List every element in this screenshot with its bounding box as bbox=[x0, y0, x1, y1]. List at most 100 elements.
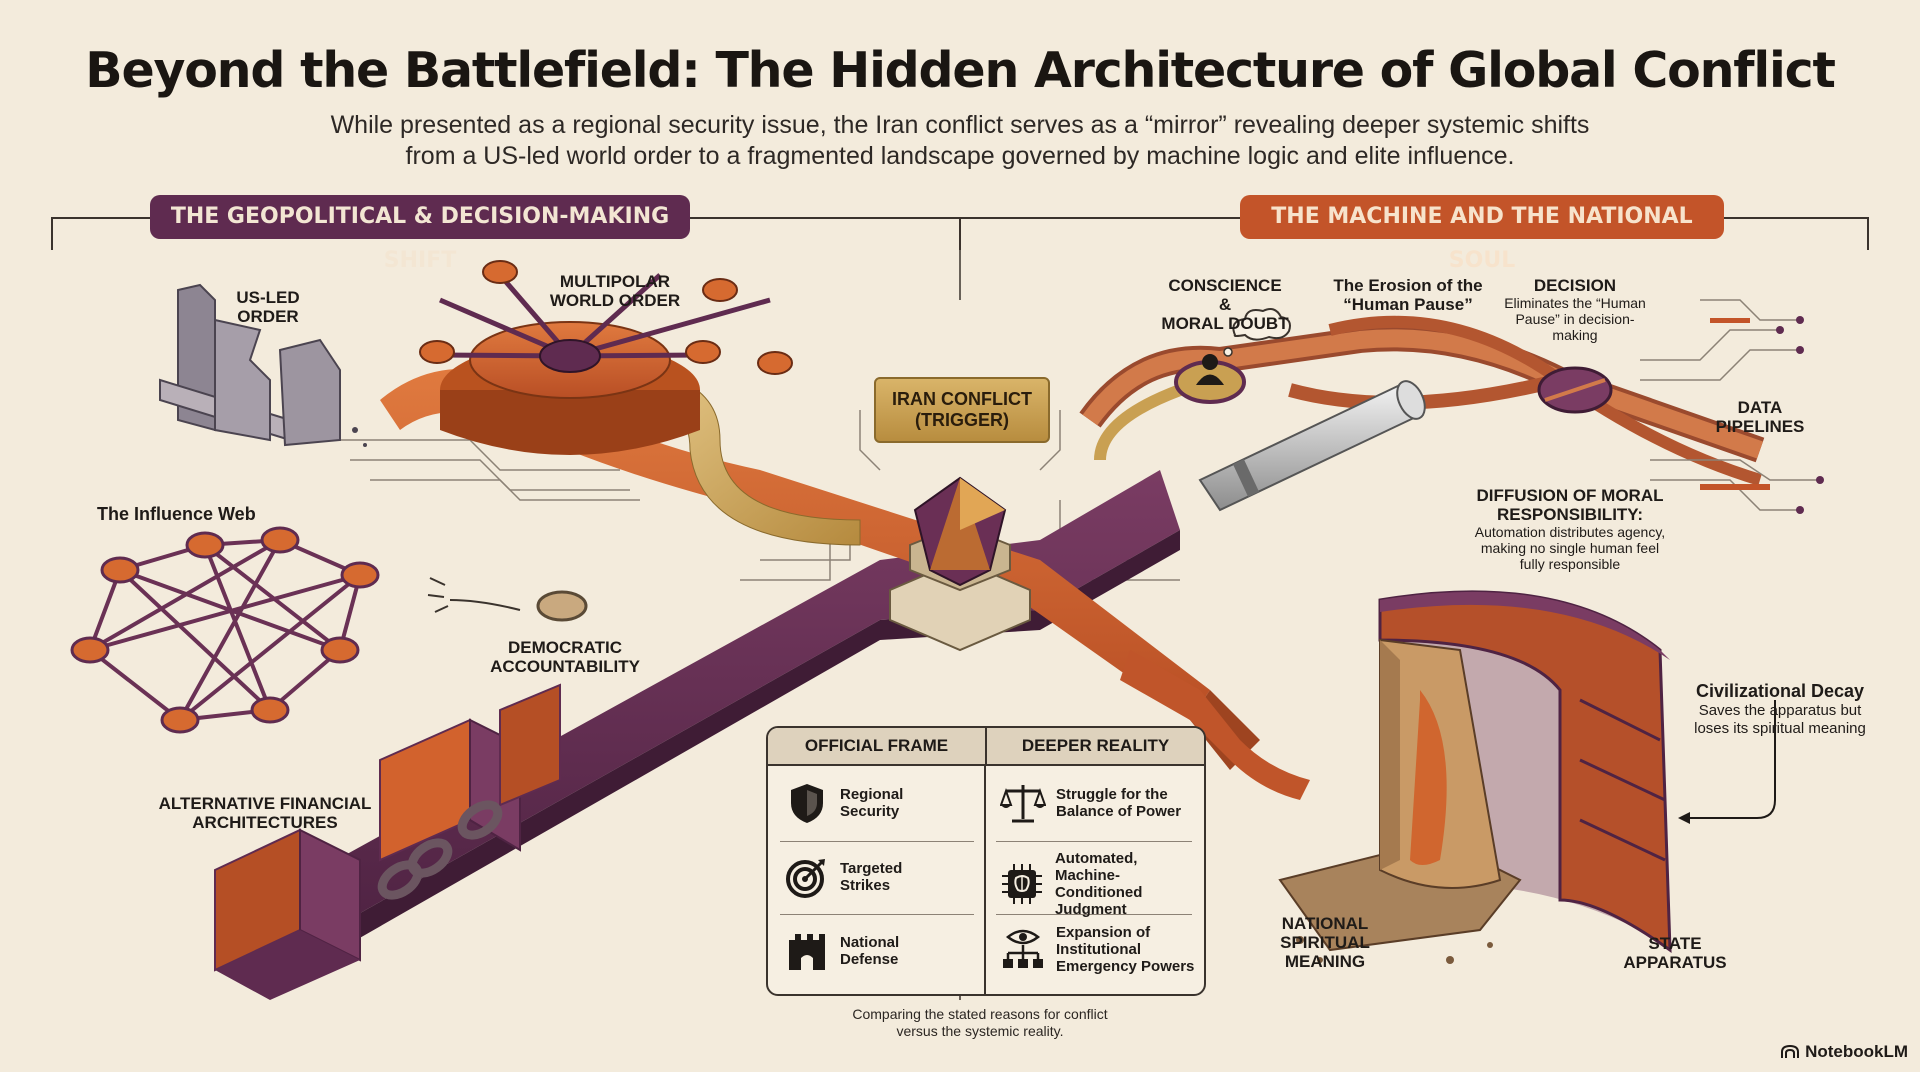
label-national-line-3: MEANING bbox=[1284, 952, 1366, 971]
label-democratic-accountability: DEMOCRATIC ACCOUNTABILITY bbox=[480, 638, 650, 676]
label-diffusion-line-1: DIFFUSION OF MORAL bbox=[1476, 486, 1664, 505]
label-erosion-line-1: The Erosion of the bbox=[1333, 276, 1483, 295]
label-diffusion-desc-1: Automation distributes agency, bbox=[1474, 524, 1666, 540]
reality-text-line: Institutional bbox=[1056, 941, 1141, 958]
label-state-apparatus: STATE APPARATUS bbox=[1620, 934, 1730, 972]
label-democratic-line-1: DEMOCRATIC bbox=[508, 638, 622, 657]
official-text-line: Security bbox=[840, 803, 900, 820]
data-pipeline-traces bbox=[1640, 299, 1820, 511]
reality-text-line: Balance of Power bbox=[1056, 803, 1182, 820]
official-text-line: National bbox=[840, 934, 900, 951]
page-subtitle: While presented as a regional security i… bbox=[0, 110, 1920, 172]
label-conscience: CONSCIENCE & MORAL DOUBT bbox=[1160, 276, 1290, 333]
label-diffusion-desc-3: fully responsible bbox=[1519, 556, 1621, 572]
label-civilizational-decay: Civilizational Decay Saves the apparatus… bbox=[1680, 680, 1880, 738]
label-decay-desc-1: Saves the apparatus but bbox=[1698, 702, 1862, 719]
scales-icon bbox=[1000, 780, 1046, 826]
target-icon bbox=[784, 854, 830, 900]
label-decay-title: Civilizational Decay bbox=[1695, 681, 1865, 701]
label-decision-desc-2: Pause” in decision- bbox=[1515, 311, 1635, 327]
label-state-line-2: APPARATUS bbox=[1623, 953, 1727, 972]
reality-text-line: Emergency Powers bbox=[1056, 958, 1195, 975]
decay-arrow bbox=[1690, 700, 1776, 819]
reality-text-line: Judgment bbox=[1054, 901, 1127, 918]
eye-hierarchy-icon bbox=[1000, 927, 1046, 973]
official-text-line: Regional bbox=[840, 786, 904, 803]
column-divider bbox=[984, 764, 986, 994]
chip-brain-icon bbox=[1000, 861, 1045, 907]
label-data-line-1: DATA bbox=[1737, 398, 1783, 417]
comparison-caption: Comparing the stated reasons for conflic… bbox=[780, 1006, 1180, 1040]
label-multipolar-line-1: MULTIPOLAR bbox=[559, 272, 671, 291]
label-decision-desc-1: Eliminates the “Human bbox=[1504, 295, 1646, 311]
label-decision: DECISION Eliminates the “Human Pause” in… bbox=[1490, 276, 1660, 343]
trigger-line-1: IRAN CONFLICT bbox=[892, 389, 1032, 409]
label-diffusion-line-2: RESPONSIBILITY: bbox=[1496, 505, 1644, 524]
label-alt-financial: ALTERNATIVE FINANCIAL ARCHITECTURES bbox=[150, 794, 380, 832]
notebooklm-logo-icon bbox=[1781, 1045, 1800, 1058]
democratic-connector bbox=[427, 577, 588, 622]
decay-arrowhead bbox=[1678, 812, 1690, 824]
official-text-line: Targeted bbox=[840, 860, 903, 877]
official-text-line: Strikes bbox=[840, 877, 891, 894]
subtitle-line-1: While presented as a regional security i… bbox=[330, 111, 1590, 139]
label-decision-title: DECISION bbox=[1533, 276, 1617, 295]
section-banner-machine: THE MACHINE AND THE NATIONAL SOUL bbox=[1240, 195, 1724, 273]
label-us-led-order: US-LED ORDER bbox=[228, 288, 308, 326]
data-pipeline-pipe bbox=[1198, 380, 1426, 512]
brand-notebooklm: NotebookLM bbox=[1781, 1042, 1908, 1062]
label-decision-desc-3: making bbox=[1552, 327, 1598, 343]
label-national-spiritual-meaning: NATIONAL SPIRITUAL MEANING bbox=[1270, 914, 1380, 971]
subtitle-line-2: from a US-led world order to a fragmente… bbox=[405, 142, 1515, 170]
header-deeper-reality: DEEPER REALITY bbox=[1021, 736, 1170, 755]
caption-line-1: Comparing the stated reasons for conflic… bbox=[852, 1006, 1108, 1022]
label-national-line-1: NATIONAL bbox=[1281, 914, 1369, 933]
row-separator bbox=[780, 914, 974, 915]
orange-tendril bbox=[1120, 650, 1310, 800]
iran-conflict-trigger: IRAN CONFLICT (TRIGGER) bbox=[874, 377, 1050, 443]
label-multipolar-line-2: WORLD ORDER bbox=[549, 291, 681, 310]
label-state-line-1: STATE bbox=[1648, 934, 1702, 953]
page-title: Beyond the Battlefield: The Hidden Archi… bbox=[85, 42, 1836, 99]
reality-text-line: Struggle for the bbox=[1056, 786, 1168, 803]
label-alt-fin-line-2: ARCHITECTURES bbox=[192, 813, 338, 832]
conscience-node bbox=[1174, 308, 1291, 404]
official-text-line: Defense bbox=[840, 951, 899, 968]
multipolar-hub bbox=[419, 260, 793, 455]
label-data-line-2: PIPELINES bbox=[1715, 417, 1805, 436]
reality-text-line: Machine-Conditioned bbox=[1054, 867, 1143, 901]
label-us-led-line-2: ORDER bbox=[237, 307, 299, 326]
comparison-header: OFFICIAL FRAME DEEPER REALITY bbox=[768, 728, 1204, 766]
section-brackets bbox=[51, 217, 1869, 1000]
label-data-pipelines: DATA PIPELINES bbox=[1710, 398, 1810, 436]
reality-text-line: Automated, bbox=[1054, 850, 1138, 867]
section-banner-geopolitical: THE GEOPOLITICAL & DECISION-MAKING SHIFT bbox=[150, 195, 690, 273]
trigger-line-2: (TRIGGER) bbox=[915, 410, 1009, 430]
data-pipeline-markers bbox=[1700, 316, 1824, 514]
center-crystal bbox=[889, 476, 1031, 652]
label-multipolar: MULTIPOLAR WORLD ORDER bbox=[530, 272, 700, 310]
label-conscience-line-1: CONSCIENCE & bbox=[1168, 276, 1282, 314]
influence-web bbox=[70, 526, 380, 734]
financial-walls bbox=[214, 683, 561, 1000]
label-erosion-line-2: “Human Pause” bbox=[1343, 295, 1473, 314]
label-conscience-line-2: MORAL DOUBT bbox=[1161, 314, 1289, 333]
spiritual-pillar bbox=[1278, 638, 1522, 964]
castle-icon bbox=[784, 928, 830, 974]
shield-icon bbox=[784, 780, 830, 826]
row-separator bbox=[996, 841, 1192, 842]
label-alt-fin-line-1: ALTERNATIVE FINANCIAL bbox=[158, 794, 372, 813]
row-separator bbox=[780, 841, 974, 842]
label-national-line-2: SPIRITUAL bbox=[1280, 933, 1370, 952]
caption-line-2: versus the systemic reality. bbox=[896, 1023, 1064, 1039]
label-diffusion: DIFFUSION OF MORAL RESPONSIBILITY: Autom… bbox=[1460, 486, 1680, 572]
label-influence-web: The Influence Web bbox=[97, 504, 256, 524]
reality-text-line: Expansion of bbox=[1056, 924, 1151, 941]
